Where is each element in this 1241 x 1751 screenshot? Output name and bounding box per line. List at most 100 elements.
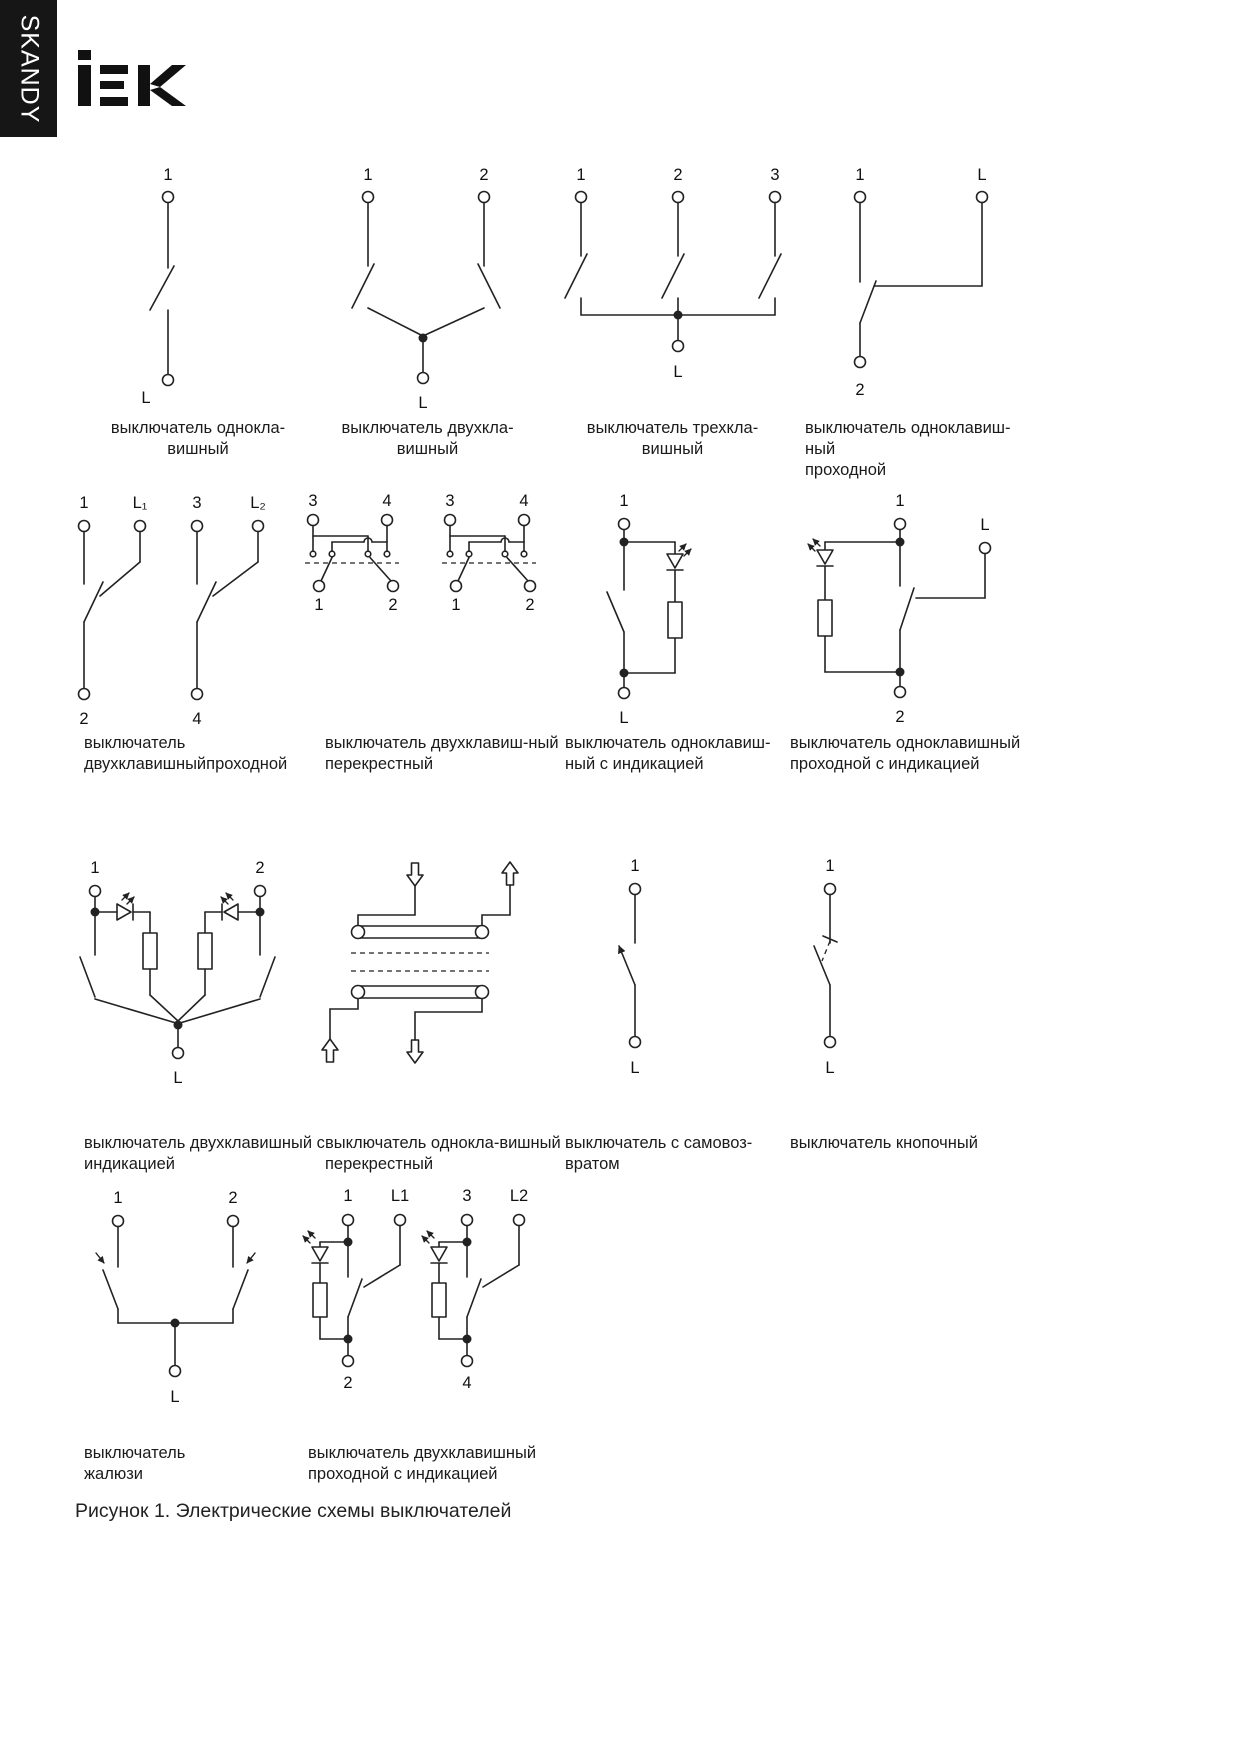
double-indicator-schematic: 1 2 <box>79 859 276 1087</box>
terminal-label: L <box>173 1069 182 1087</box>
terminal-label: 1 <box>630 857 639 875</box>
up-arrow-icon <box>321 1038 339 1063</box>
push-button-schematic: 1 L <box>813 857 838 1077</box>
terminal <box>523 579 537 593</box>
blinds-schematic: 1 2 L <box>95 1189 256 1406</box>
iek-logo: IEK <box>78 50 198 108</box>
terminal <box>341 1354 355 1368</box>
terminal <box>512 1213 526 1227</box>
diagram-single-switch-indicator: 1 L <box>560 490 760 745</box>
diagram-double-cross-switch: 3 4 1 2 3 4 <box>305 490 560 630</box>
terminal <box>161 373 175 387</box>
terminal <box>628 1035 642 1049</box>
terminal-label: 1 <box>363 166 372 184</box>
terminal-label: 1 <box>90 859 99 877</box>
terminal <box>574 190 588 204</box>
pivot <box>350 984 366 1000</box>
led-icon <box>116 892 135 921</box>
led-icon <box>302 1230 329 1264</box>
terminal <box>77 519 91 533</box>
switch-lever <box>347 1278 363 1318</box>
terminal-label: 2 <box>673 166 682 184</box>
terminal-label: 4 <box>192 710 201 728</box>
diagram-single-pass-switch: 1 L 2 <box>800 160 1040 430</box>
terminal <box>341 1213 355 1227</box>
terminal-label: 2 <box>79 710 88 728</box>
switch-lever <box>618 945 636 986</box>
single-switch-schematic: 1 L <box>141 166 175 407</box>
resistor-symbol <box>431 1282 447 1318</box>
terminal <box>253 884 267 898</box>
terminal <box>893 685 907 699</box>
caption-triple-switch: выключатель трехкла-вишный <box>586 419 759 459</box>
terminal <box>617 517 631 531</box>
contact <box>309 550 317 558</box>
resistor-symbol <box>197 932 213 970</box>
single-pass-indicator-schematic: 1 L 2 <box>807 492 992 726</box>
caption-double-pass-indicator: выключатель двухклавишный проходной с ин… <box>308 1444 537 1484</box>
terminal <box>460 1213 474 1227</box>
terminal <box>251 519 265 533</box>
contact <box>383 550 391 558</box>
contact <box>520 550 528 558</box>
terminal-label: 1 <box>79 494 88 512</box>
terminal-label: L2 <box>510 1187 528 1205</box>
caption-single-pass-indicator: выключатель одноклавишный проходной с ин… <box>790 734 1021 774</box>
terminal <box>449 579 463 593</box>
caption-single-pass: выключатель одноклавиш-ный проходной <box>805 419 1011 480</box>
switch-lever <box>320 556 333 582</box>
terminal-label: 1 <box>576 166 585 184</box>
switch-lever <box>466 1278 482 1318</box>
terminal <box>416 371 430 385</box>
caption-double-pass: выключатель двухклавишныйпроходной <box>84 734 288 774</box>
pivot <box>350 924 366 940</box>
terminal <box>893 517 907 531</box>
single-pass-schematic: 1 L 2 <box>853 166 989 399</box>
terminal-label: L <box>977 166 986 184</box>
terminal <box>393 1213 407 1227</box>
single-indicator-schematic: 1 L <box>606 492 692 727</box>
terminal-label: L <box>980 516 989 534</box>
self-return-schematic: 1 L <box>618 857 642 1077</box>
switch-lever <box>351 263 375 309</box>
terminal <box>361 190 375 204</box>
terminal <box>168 1364 182 1378</box>
switch-lever <box>149 265 175 311</box>
terminal <box>161 190 175 204</box>
terminal-label: L₁ <box>133 494 148 512</box>
caption-self-return: выключатель с самовоз- вратом <box>565 1134 753 1174</box>
terminal-label: L <box>825 1059 834 1077</box>
down-arrow-icon <box>406 1039 424 1064</box>
contact <box>465 550 473 558</box>
terminal <box>77 687 91 701</box>
pivot <box>474 984 490 1000</box>
caption-single-indicator: выключатель одноклавиш- ный с индикацией <box>565 734 771 774</box>
caption-single-cross: выключатель однокла-вишный перекрестный <box>325 1134 561 1174</box>
press-arrow-icon <box>246 1252 256 1264</box>
diagram-push-button-switch: 1 L <box>760 855 900 1095</box>
terminal <box>853 190 867 204</box>
diagram-single-cross-switch <box>315 855 530 1075</box>
double-cross-schematic: 3 4 1 2 3 4 <box>305 492 537 614</box>
pivot <box>474 924 490 940</box>
terminal-label: 2 <box>855 381 864 399</box>
up-arrow-icon <box>501 861 519 886</box>
contact <box>446 550 454 558</box>
terminal <box>190 687 204 701</box>
terminal-label: 2 <box>388 596 397 614</box>
caption-double-indicator: выключатель двухклавишный с индикацией <box>84 1134 325 1174</box>
switch-lever <box>232 1269 249 1310</box>
terminal <box>190 519 204 533</box>
terminal-label: 3 <box>462 1187 471 1205</box>
terminal-label: 1 <box>895 492 904 510</box>
switch-lever <box>758 253 782 299</box>
terminal-label: 2 <box>228 1189 237 1207</box>
terminal-label: 4 <box>382 492 391 510</box>
switch-lever <box>813 945 831 986</box>
diagram-double-pass-switch: 1 L₁ 3 L₂ 2 4 <box>70 490 315 740</box>
double-pass-indicator-schematic: 1 L1 2 <box>302 1187 528 1392</box>
switch-lever <box>506 556 529 582</box>
terminal-label: 2 <box>479 166 488 184</box>
terminal-label: L1 <box>391 1187 409 1205</box>
